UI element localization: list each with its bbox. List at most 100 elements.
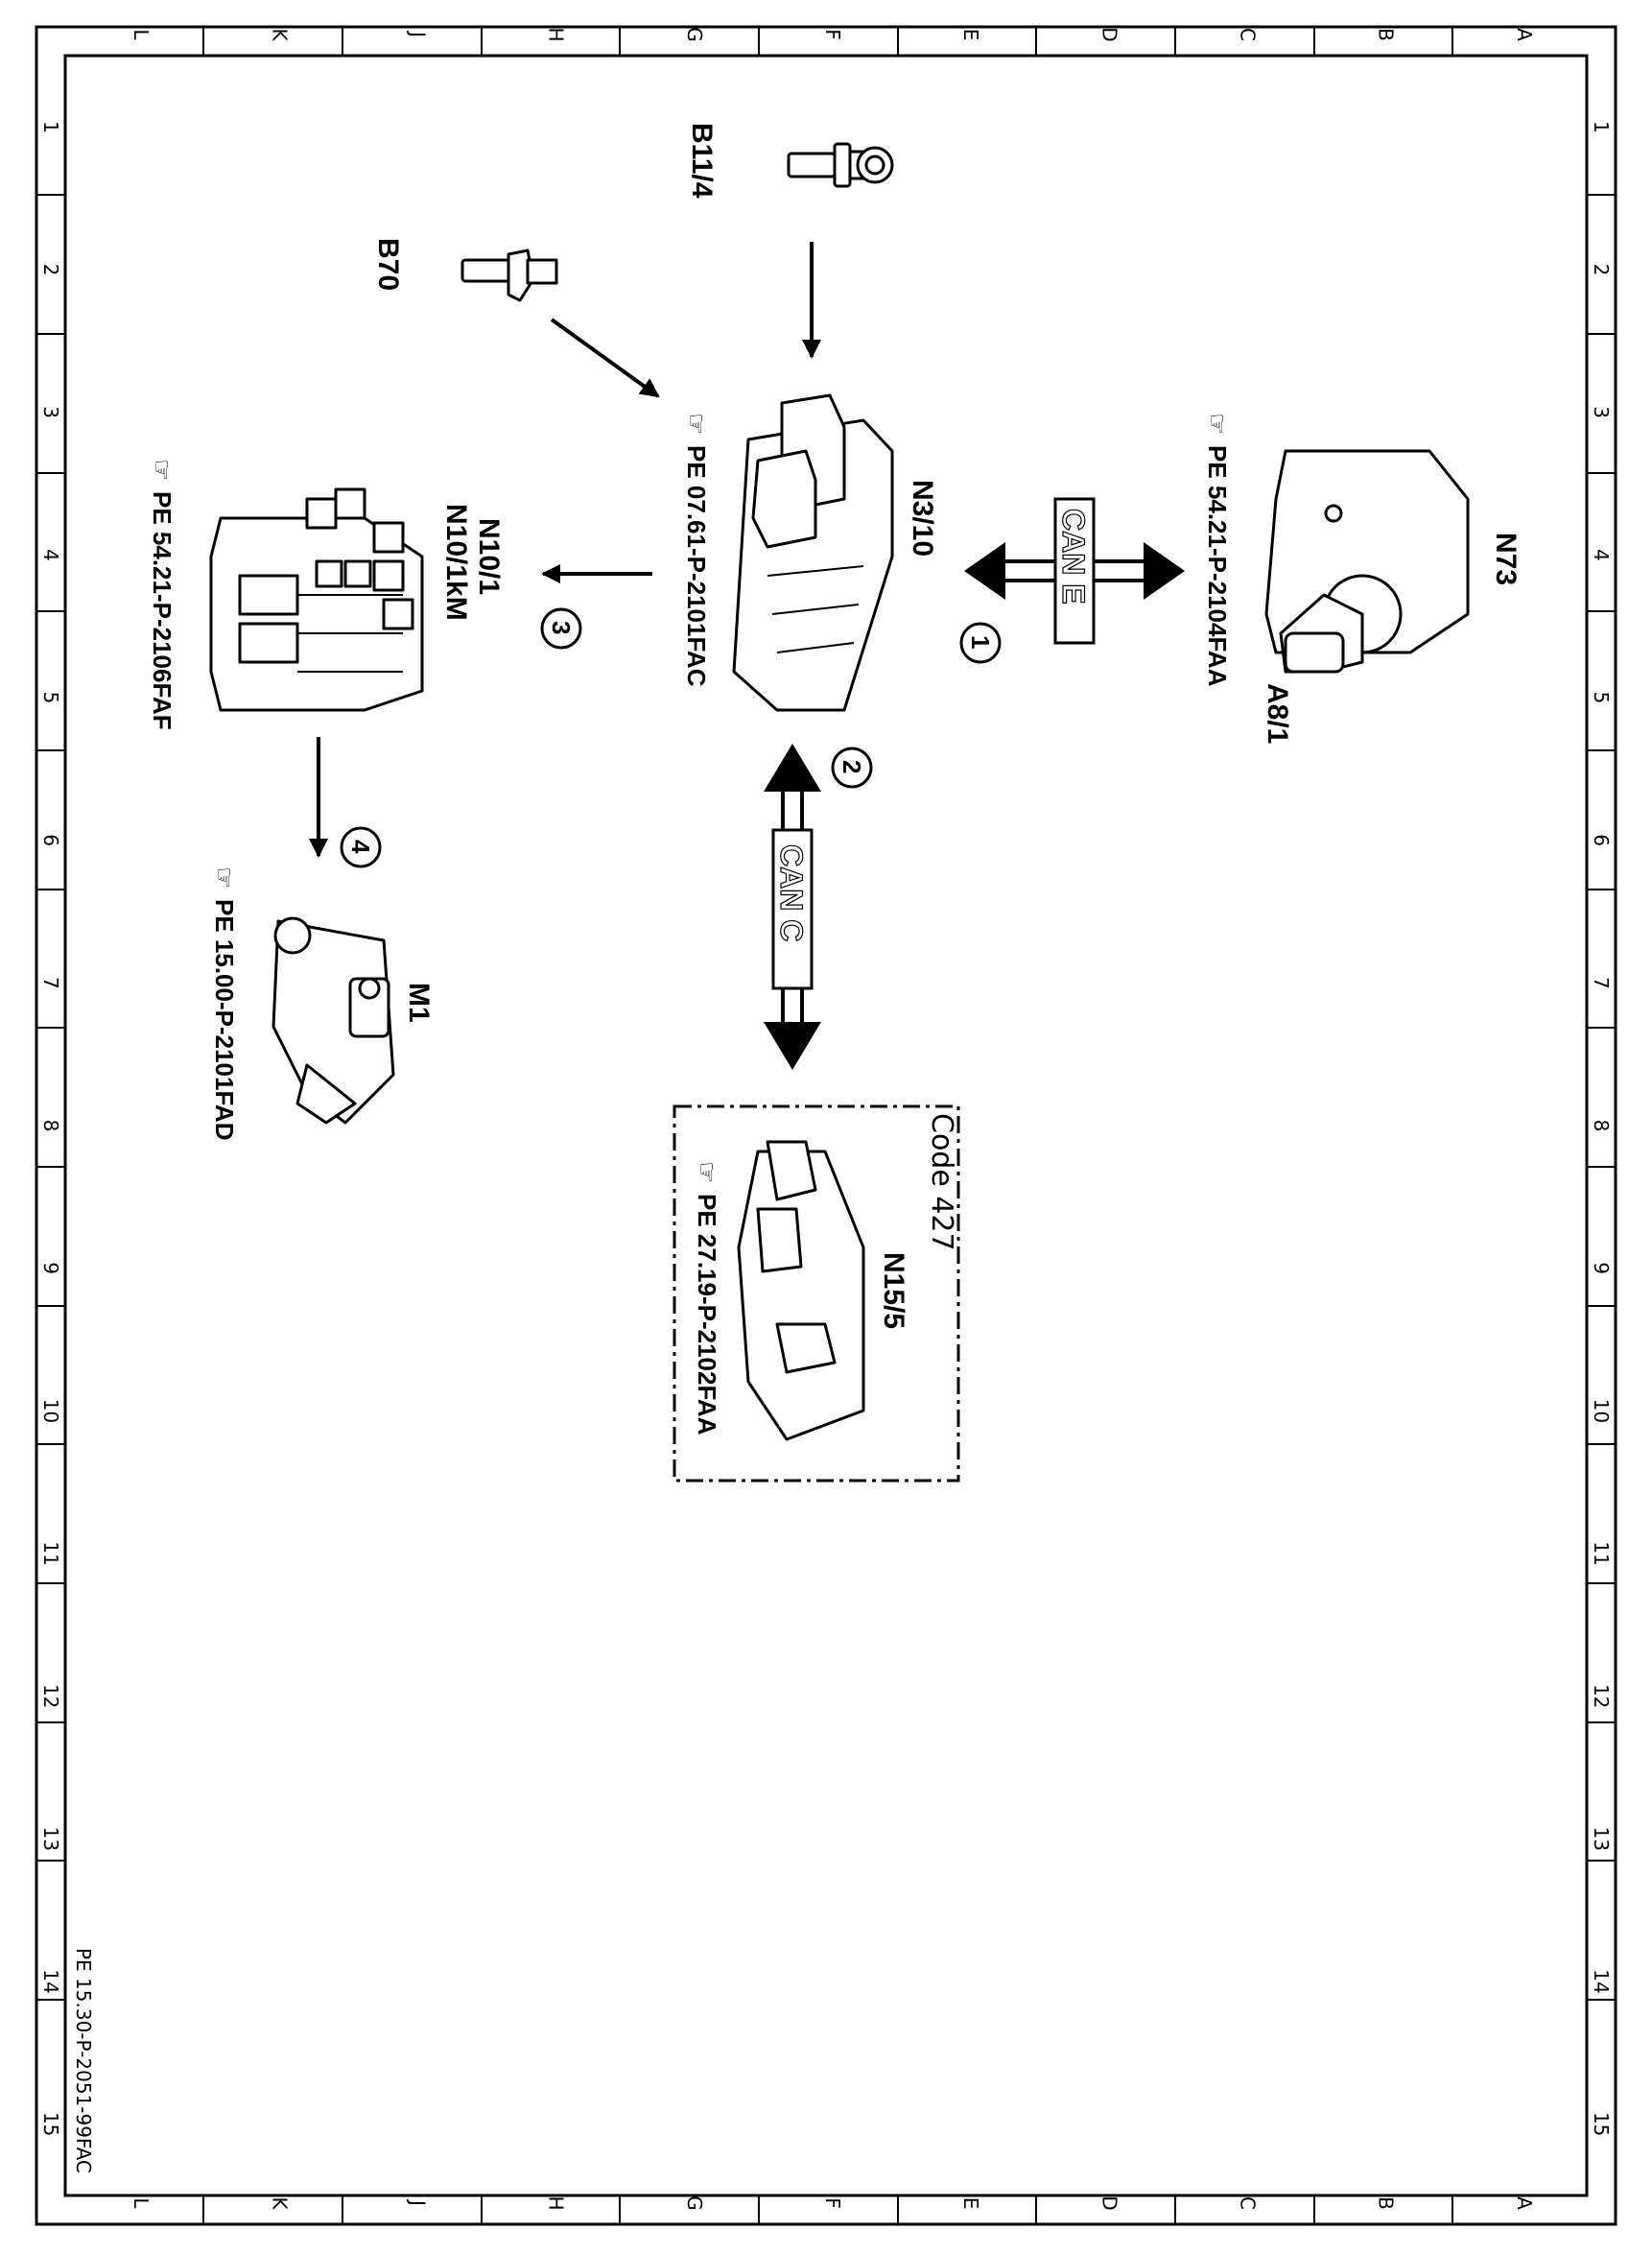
row-label-right: 11 bbox=[1590, 1541, 1613, 1565]
row-label-right: 10 bbox=[1590, 1399, 1613, 1423]
n3-10-label: N3/10 bbox=[907, 480, 938, 557]
pointing-hand-icon: ☞ bbox=[148, 459, 177, 481]
column-label-top: G bbox=[683, 27, 706, 42]
column-label-bottom: L bbox=[130, 2197, 153, 2209]
n15-5-reference-text: PE 27.19-P-2102FAA bbox=[693, 1194, 721, 1435]
row-label-right: 5 bbox=[1590, 692, 1613, 704]
column-label-top: B bbox=[1375, 28, 1398, 41]
pointing-hand-icon: ☞ bbox=[1203, 413, 1232, 435]
b11-4-sensor-drawing bbox=[787, 142, 894, 188]
n15-5-reference: ☞ PE 27.19-P-2102FAA bbox=[693, 1161, 721, 1435]
document-id: PE 15.30-P-2051-99FAC bbox=[72, 1948, 95, 2173]
step-3-label: 3 bbox=[547, 621, 576, 634]
can-c-bus bbox=[764, 744, 821, 1070]
n3-10-reference: ☞ PE 07.61-P-2101FAC bbox=[682, 413, 711, 687]
pointing-hand-icon: ☞ bbox=[210, 866, 239, 889]
row-label-right: 4 bbox=[1590, 549, 1613, 561]
b11-4-label: B11/4 bbox=[686, 123, 718, 199]
outer-frame bbox=[35, 25, 1617, 2226]
step-4-label: 4 bbox=[346, 840, 375, 854]
step-2-label: 2 bbox=[838, 760, 866, 773]
row-label-left: 3 bbox=[39, 406, 62, 418]
row-label-left: 9 bbox=[39, 1262, 62, 1274]
row-label-right: 14 bbox=[1590, 1969, 1613, 1993]
column-label-top: K bbox=[268, 28, 291, 41]
row-label-left: 6 bbox=[39, 834, 62, 846]
row-label-left: 11 bbox=[39, 1541, 62, 1565]
row-label-right: 9 bbox=[1590, 1262, 1613, 1274]
arrow-b70-to-n3-10 bbox=[550, 318, 660, 398]
row-label-right: 12 bbox=[1590, 1684, 1613, 1708]
column-grid-ticks bbox=[202, 27, 1453, 2224]
n73-reference: ☞ PE 54.21-P-2104FAA bbox=[1203, 413, 1232, 687]
step-2-marker: 2 bbox=[831, 747, 873, 789]
a8-1-key-label: A8/1 bbox=[1262, 683, 1293, 744]
n73-label: N73 bbox=[1490, 533, 1522, 585]
column-label-top: C bbox=[1237, 28, 1260, 41]
n3-10-control-unit-drawing bbox=[732, 393, 894, 712]
n10-1-label: N10/1 bbox=[473, 518, 505, 595]
n10-1km-label: N10/1kM bbox=[440, 504, 472, 621]
row-label-right: 13 bbox=[1590, 1827, 1613, 1851]
row-grid-ticks bbox=[36, 194, 1616, 2001]
b70-sensor-drawing bbox=[460, 249, 558, 302]
n73-reference-text: PE 54.21-P-2104FAA bbox=[1203, 445, 1232, 687]
row-label-right: 2 bbox=[1590, 264, 1613, 276]
column-label-top: J bbox=[406, 30, 429, 37]
n73-ignition-switch-drawing bbox=[1264, 449, 1470, 674]
code-427-option-box bbox=[673, 1104, 960, 1483]
n10-reference: ☞ PE 54.21-P-2106FAF bbox=[148, 459, 177, 730]
row-label-left: 15 bbox=[39, 2112, 62, 2136]
column-label-top: E bbox=[959, 29, 982, 41]
row-label-left: 12 bbox=[39, 1684, 62, 1708]
n10-reference-text: PE 54.21-P-2106FAF bbox=[148, 491, 177, 730]
inner-frame bbox=[63, 54, 1589, 2197]
row-label-right: 6 bbox=[1590, 834, 1613, 846]
column-label-bottom: C bbox=[1237, 2196, 1260, 2210]
column-label-bottom: G bbox=[683, 2195, 706, 2211]
column-label-top: H bbox=[545, 27, 568, 41]
row-label-right: 15 bbox=[1590, 2112, 1613, 2136]
column-label-top: D bbox=[1097, 27, 1121, 41]
column-label-top: L bbox=[130, 29, 153, 40]
column-label-bottom: D bbox=[1097, 2195, 1121, 2210]
n10-sam-unit-drawing bbox=[209, 487, 424, 712]
step-1-marker: 1 bbox=[959, 622, 1002, 664]
row-label-right: 1 bbox=[1590, 121, 1613, 133]
m1-reference-text: PE 15.00-P-2101FAD bbox=[210, 899, 239, 1140]
row-label-right: 3 bbox=[1590, 406, 1613, 418]
column-label-bottom: B bbox=[1375, 2196, 1398, 2210]
column-label-top: F bbox=[821, 29, 844, 40]
row-label-left: 14 bbox=[39, 1969, 62, 1993]
column-label-bottom: J bbox=[406, 2198, 429, 2206]
m1-reference: ☞ PE 15.00-P-2101FAD bbox=[210, 866, 239, 1140]
row-label-left: 2 bbox=[39, 264, 62, 276]
row-label-left: 7 bbox=[39, 977, 62, 989]
can-e-bus bbox=[964, 497, 1185, 645]
step-4-marker: 4 bbox=[340, 826, 382, 868]
row-label-left: 4 bbox=[39, 549, 62, 561]
row-label-left: 10 bbox=[39, 1399, 62, 1423]
n15-5-module-drawing bbox=[737, 1140, 865, 1441]
m1-label: M1 bbox=[403, 983, 435, 1023]
pointing-hand-icon: ☞ bbox=[693, 1161, 721, 1183]
row-label-left: 1 bbox=[39, 121, 62, 133]
b70-label: B70 bbox=[372, 238, 404, 291]
row-label-left: 5 bbox=[39, 692, 62, 704]
n15-5-label: N15/5 bbox=[878, 1252, 909, 1329]
column-label-bottom: K bbox=[268, 2196, 291, 2210]
can-e-label: CAN E bbox=[1056, 509, 1091, 605]
column-label-bottom: E bbox=[959, 2197, 982, 2210]
step-1-label: 1 bbox=[966, 635, 995, 649]
can-c-label: CAN C bbox=[774, 844, 809, 941]
n3-10-reference-text: PE 07.61-P-2101FAC bbox=[682, 445, 711, 687]
pointing-hand-icon: ☞ bbox=[682, 413, 711, 435]
row-label-left: 8 bbox=[39, 1120, 62, 1132]
column-label-bottom: F bbox=[821, 2197, 844, 2209]
column-label-bottom: A bbox=[1513, 2196, 1536, 2210]
step-3-marker: 3 bbox=[540, 607, 582, 650]
